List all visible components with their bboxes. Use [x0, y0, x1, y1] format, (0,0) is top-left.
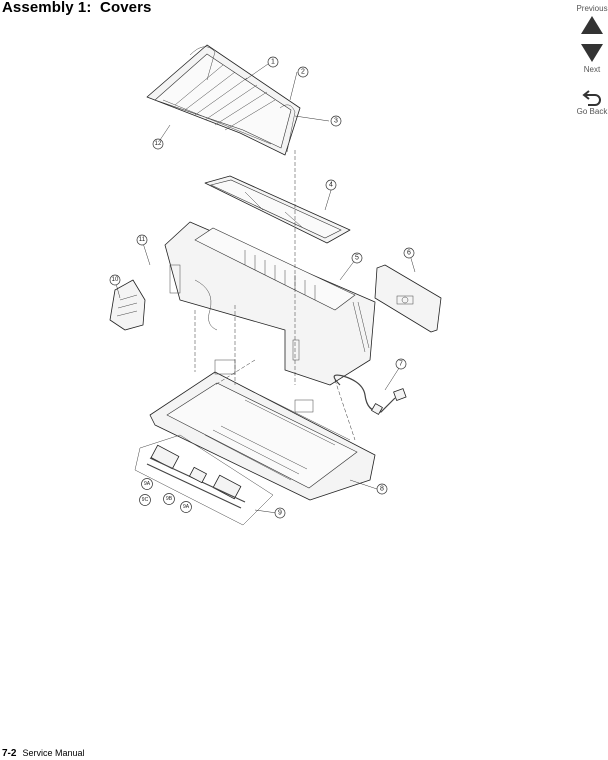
top-cover-part: [164, 221, 376, 386]
access-cover-part: [204, 175, 351, 244]
paper-tray-part: [146, 44, 301, 156]
callout-4: 4: [325, 179, 337, 191]
next-button[interactable]: Next: [574, 44, 608, 74]
down-triangle-icon: [581, 44, 603, 62]
previous-button[interactable]: Previous: [574, 4, 608, 34]
manual-name: Service Manual: [22, 748, 85, 758]
svg-text:7: 7: [399, 361, 403, 368]
callout-9: 9: [274, 507, 286, 519]
callout-1: 1: [267, 56, 279, 68]
side-panel-part: [109, 279, 146, 331]
svg-text:2: 2: [301, 69, 305, 76]
page-footer: 7-2 Service Manual: [2, 748, 84, 759]
up-triangle-icon: [581, 16, 603, 34]
go-back-label: Go Back: [576, 107, 608, 116]
callout-9a-lower: 9A: [180, 501, 192, 513]
rear-panel-part: [374, 264, 442, 333]
svg-text:9C: 9C: [142, 497, 149, 503]
callout-9c: 9C: [139, 494, 151, 506]
callout-12: 12: [152, 138, 164, 150]
svg-text:4: 4: [329, 182, 333, 189]
svg-text:6: 6: [407, 250, 411, 257]
callout-10: 10: [109, 274, 121, 286]
svg-text:9A: 9A: [144, 481, 151, 487]
page-title: Assembly 1: Covers: [2, 0, 152, 16]
go-back-button[interactable]: Go Back: [574, 90, 608, 116]
previous-label: Previous: [576, 4, 608, 13]
svg-text:10: 10: [112, 277, 119, 283]
callout-5: 5: [351, 252, 363, 264]
svg-text:11: 11: [139, 237, 146, 243]
callout-2: 2: [297, 66, 309, 78]
svg-text:1: 1: [271, 59, 275, 66]
go-back-arrow-icon: [582, 90, 601, 106]
next-label: Next: [583, 65, 601, 74]
callout-7: 7: [395, 358, 407, 370]
callout-9b: 9B: [163, 493, 175, 505]
base-housing-part: [149, 359, 376, 501]
svg-text:8: 8: [380, 486, 384, 493]
svg-text:12: 12: [155, 141, 162, 147]
exploded-view-diagram: 1 2 3 4 5 6 7 8 9 9A 9B 9C 9A 10 11 12: [109, 44, 442, 526]
svg-text:9: 9: [278, 510, 282, 517]
svg-text:5: 5: [355, 255, 359, 262]
power-cord-part: [333, 374, 407, 415]
callout-8: 8: [376, 483, 388, 495]
page-number: 7-2: [2, 748, 17, 759]
callout-3: 3: [330, 115, 342, 127]
callout-6: 6: [403, 247, 415, 259]
svg-text:3: 3: [334, 118, 338, 125]
tractor-assembly-part: [134, 434, 274, 526]
svg-text:9B: 9B: [166, 496, 173, 502]
assembly-guide-lines: [194, 150, 356, 441]
callout-11: 11: [136, 234, 148, 246]
svg-text:9A: 9A: [183, 504, 190, 510]
callout-9a-upper: 9A: [141, 478, 153, 490]
